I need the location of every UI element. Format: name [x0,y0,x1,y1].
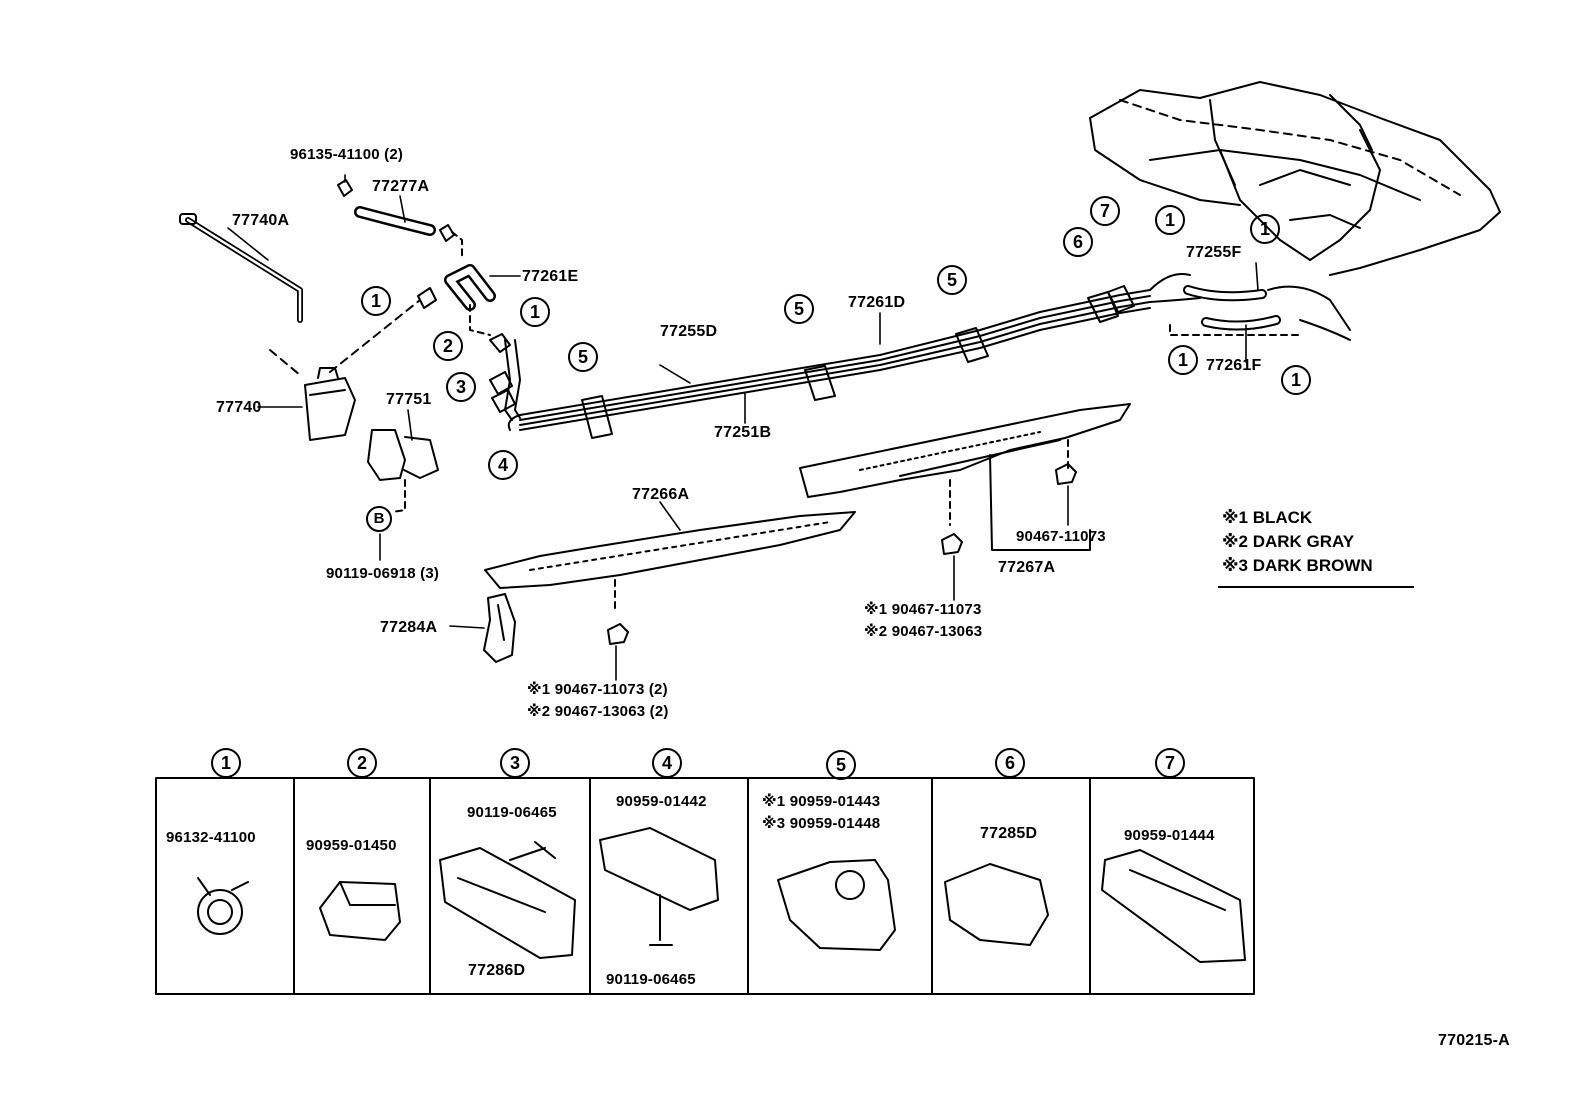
reference-b-callout: B [366,506,392,532]
label-77255f: 77255F [1186,244,1242,261]
label-77261e: 77261E [522,268,579,285]
bracket-77751-drawing [367,429,439,513]
label-77740a: 77740A [232,212,290,229]
label-77251b: 77251B [714,424,772,441]
callout-1: 1 [1155,205,1185,235]
label-77261d: 77261D [848,294,906,311]
rear-hoses-drawing [1169,285,1351,341]
callout-2: 2 [433,331,463,361]
callout-1: 1 [1250,214,1280,244]
table-header-2: 2 [347,748,377,778]
label-77740: 77740 [216,399,262,416]
callout-4: 4 [488,450,518,480]
leader-lines [227,174,1259,681]
protector-77267a-drawing [799,403,1131,551]
legend-color: DARK GRAY [1252,532,1355,551]
diagram-code: 770215-A [1438,1032,1510,1049]
callout-1: 1 [1168,345,1198,375]
legend-mark: ※3 [1222,556,1248,575]
connector-stack-drawing [489,333,516,413]
label-77277a: 77277A [372,178,430,195]
legend-underline [1218,586,1414,588]
legend-row: ※1 BLACK [1222,506,1412,530]
clamp-table-drawing [155,777,1255,995]
label-77284a: 77284A [380,619,438,636]
color-legend: ※1 BLACK ※2 DARK GRAY ※3 DARK BROWN [1222,506,1412,578]
callout-1: 1 [1281,365,1311,395]
label-77267a: 77267A [998,559,1056,576]
label-77255d: 77255D [660,323,718,340]
table-cell-4-part: 90959-01442 [616,793,707,810]
table-header-4: 4 [652,748,682,778]
label-77266a: 77266A [632,486,690,503]
label-mid-variant-2: ※2 90467-13063 [864,623,983,640]
table-header-5: 5 [826,750,856,780]
table-cell-1-part: 96132-41100 [166,829,256,846]
callout-5: 5 [937,265,967,295]
callout-3: 3 [446,372,476,402]
table-cell-4-part: 90119-06465 [606,971,696,988]
callout-7: 7 [1090,196,1120,226]
table-header-6: 6 [995,748,1025,778]
table-cell-5-part: ※1 90959-01443 [762,793,881,810]
legend-mark: ※2 [1222,532,1248,551]
fuel-lines-drawing [507,273,1201,431]
canister-drawing [179,213,437,441]
legend-color: DARK BROWN [1252,556,1373,575]
clamp-sketches [197,827,1246,963]
callout-6: 6 [1063,227,1093,257]
table-cell-5-part: ※3 90959-01448 [762,815,881,832]
legend-row: ※3 DARK BROWN [1222,554,1412,578]
table-cell-2-part: 90959-01450 [306,837,397,854]
table-header-3: 3 [500,748,530,778]
legend-row: ※2 DARK GRAY [1222,530,1412,554]
table-cell-3-part: 77286D [468,962,526,979]
table-cell-7-part: 90959-01444 [1124,827,1215,844]
legend-color: BLACK [1252,508,1313,527]
legend-mark: ※1 [1222,508,1248,527]
callout-5: 5 [568,342,598,372]
callout-1: 1 [361,286,391,316]
label-mid-variant-1: ※1 90467-11073 [864,601,982,618]
fuel-tank-drawing [1089,81,1501,276]
label-90467-11073: 90467-11073 [1016,528,1106,545]
table-cell-6-part: 77285D [980,825,1038,842]
grommets-drawing [337,179,1077,645]
label-low-variant-1: ※1 90467-11073 (2) [527,681,668,698]
label-77261f: 77261F [1206,357,1262,374]
bracket-77284a-drawing [483,593,516,663]
table-header-7: 7 [1155,748,1185,778]
table-header-1: 1 [211,748,241,778]
protector-77266a-drawing [484,511,856,613]
label-90119-06918: 90119-06918 (3) [326,565,440,582]
callout-5: 5 [784,294,814,324]
table-cell-3-part: 90119-06465 [467,804,557,821]
vapor-hoses-drawing [354,206,521,421]
callout-1: 1 [520,297,550,327]
label-low-variant-2: ※2 90467-13063 (2) [527,703,669,720]
label-96135-41100: 96135-41100 (2) [290,146,404,163]
line-clips-drawing [581,285,1135,439]
label-77751: 77751 [386,391,432,408]
